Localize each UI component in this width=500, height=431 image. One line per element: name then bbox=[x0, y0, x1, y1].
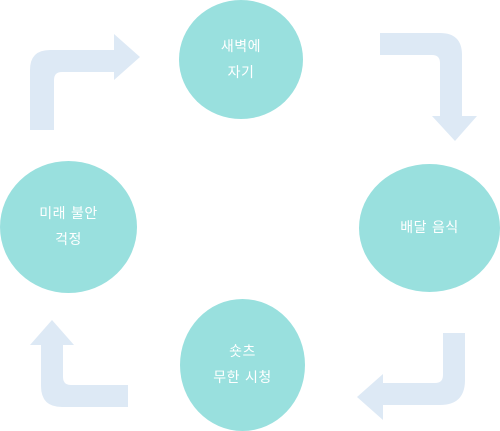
node-label: 배달 음식 bbox=[400, 220, 459, 236]
bent-arrow-left-icon bbox=[357, 333, 465, 420]
node-anxiety: 미래 불안 걱정 bbox=[0, 161, 137, 293]
bent-arrow-down-icon bbox=[380, 33, 477, 141]
bent-arrow-up-icon bbox=[30, 320, 128, 407]
bent-arrow-right-icon bbox=[30, 34, 140, 130]
node-sleep-late: 새벽에 자기 bbox=[179, 0, 303, 119]
node-delivery-food: 배달 음식 bbox=[359, 164, 500, 292]
node-shorts: 숏츠 무한 시청 bbox=[180, 299, 305, 431]
node-label: 숏츠 무한 시청 bbox=[213, 344, 272, 386]
node-label: 새벽에 자기 bbox=[220, 38, 262, 81]
node-label: 미래 불안 걱정 bbox=[39, 206, 98, 248]
